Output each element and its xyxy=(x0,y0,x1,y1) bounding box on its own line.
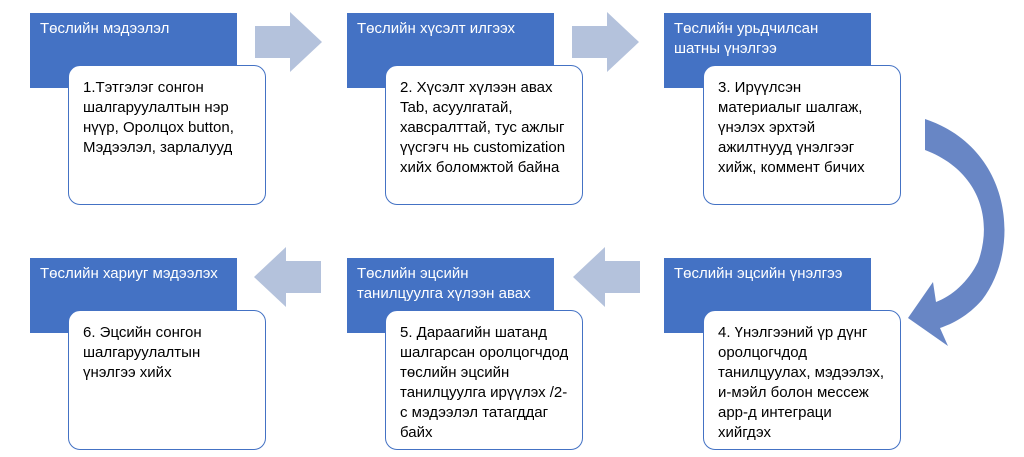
curved-arrow-step3-to-step4 xyxy=(908,119,1005,346)
arrow-step2-to-step3 xyxy=(572,12,639,72)
step-6-card: 6. Эцсийн сонгон шалгаруулалтын үнэлгээ … xyxy=(68,310,266,450)
arrow-step4-to-step5 xyxy=(573,247,640,307)
arrow-step5-to-step6 xyxy=(254,247,321,307)
arrow-step1-to-step2 xyxy=(255,12,322,72)
step-5-card: 5. Дараагийн шатанд шалгарсан оролцогчдо… xyxy=(385,310,583,450)
step-2-card: 2. Хүсэлт хүлээн авах Tab, асуулгатай, х… xyxy=(385,65,583,205)
step-3-card: 3. Ирүүлсэн материалыг шалгаж, үнэлэх эр… xyxy=(703,65,901,205)
step-4-card: 4. Үнэлгээний үр дүнг оролцогчдод танилц… xyxy=(703,310,901,450)
step-2-title: Төслийн хүсэлт илгээх xyxy=(347,13,554,88)
step-1-card: 1.Тэтгэлэг сонгон шалгаруулалтын нэр нүү… xyxy=(68,65,266,205)
